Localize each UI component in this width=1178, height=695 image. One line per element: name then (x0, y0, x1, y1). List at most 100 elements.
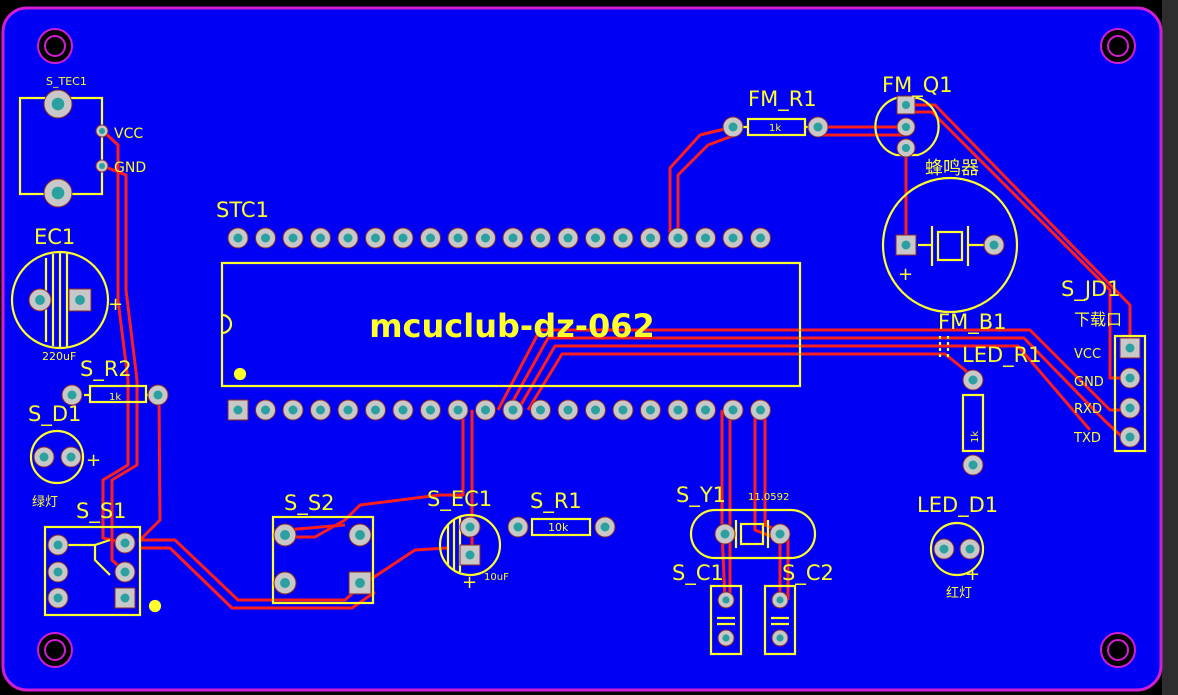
s-tec1-pad-drill (51, 97, 65, 111)
stc1-pad-drill (728, 233, 738, 243)
trace (668, 125, 734, 238)
led-r1-pad-drill (968, 375, 978, 385)
s-r2-pad-drill (67, 390, 77, 400)
led-d1-outline (929, 521, 985, 577)
stc1-pad-drill (453, 405, 463, 415)
side-strip (1162, 0, 1178, 695)
fm-q1-outline (874, 96, 940, 157)
s-jd1-pad-drill (1125, 403, 1135, 413)
stc1-pad-drill (371, 405, 380, 415)
stc1-pad-drill (508, 405, 518, 415)
stc1-pad-drill (673, 233, 683, 243)
s-d1-label: S_D1 (28, 402, 81, 427)
led-d1-plus: + (965, 564, 980, 585)
board-outline (1, 6, 1163, 692)
s-y1-pad-drill (720, 529, 730, 539)
stc1-pad-drill (673, 405, 683, 415)
buzzer-plus: + (898, 264, 913, 285)
s-d1-plus: + (86, 450, 101, 471)
s-c2-pad-drill (776, 596, 784, 604)
s-s1-pad-drill (53, 567, 63, 577)
s-c2-outline (763, 584, 797, 656)
led-d1-pad-drill (939, 544, 949, 554)
ec1-pad-drill (35, 295, 45, 305)
mounting-hole-inner (44, 35, 66, 57)
trace (906, 103, 1132, 348)
fm-r1-label: FM_R1 (748, 87, 817, 112)
stc1-pad-drill (591, 405, 600, 415)
led-d1-pad-drill (965, 544, 975, 554)
s-y1-outline (689, 508, 817, 560)
stc1-pad-drill (316, 405, 325, 415)
s-c1-pad-drill (722, 634, 730, 642)
s-ec1-label: S_EC1 (427, 487, 492, 512)
pad-layer (28, 28, 1141, 668)
trace (102, 164, 139, 574)
ec1-label: EC1 (34, 225, 75, 249)
led-r1-value: 1k (970, 431, 981, 443)
buzzer-outline (881, 176, 1019, 314)
mounting-hole-inner (1107, 35, 1129, 57)
led-d1-desc: 红灯 (946, 585, 972, 601)
trace (285, 410, 465, 539)
s-s1-pad-drill (53, 540, 63, 550)
s-s1-pad-drill (120, 567, 130, 577)
s-c1-outline (709, 584, 743, 656)
trace (516, 344, 1092, 431)
s-ec1-outline (438, 513, 502, 577)
s-s1-pad-drill (120, 593, 130, 603)
s-s2-pad-drill (280, 578, 290, 588)
stc1-pad-drill (398, 405, 408, 415)
s-r1-value: 10k (548, 521, 569, 534)
s-tec1-pad-drill (99, 163, 105, 169)
stc1-pad-drill (618, 405, 628, 415)
s-tec1-label: S_TEC1 (46, 75, 87, 88)
s-c1-label: S_C1 (672, 561, 724, 586)
s-jd1-pad-drill (1125, 373, 1135, 383)
silkscreen-text: mcuclub-dz-062 S_TEC1 VCC GND EC1 220uF … (28, 73, 1122, 601)
s-jd1-pin-gnd: GND (1074, 375, 1104, 390)
s-d1-pad-drill (39, 452, 49, 462)
trace (284, 523, 346, 532)
trace (676, 133, 736, 238)
s-r1-pad-drill (600, 522, 610, 532)
s-r2-label: S_R2 (80, 357, 132, 382)
s-s1-outline (43, 525, 142, 617)
s-jd1-outline (1113, 334, 1147, 453)
trace (906, 110, 1130, 380)
s-c2-label: S_C2 (782, 561, 834, 586)
fm-q1-label: FM_Q1 (882, 73, 953, 98)
buzzer-pad-drill (989, 240, 999, 250)
s-r1-label: S_R1 (530, 489, 582, 514)
s-tec1-gnd-label: GND (114, 160, 146, 176)
stc1-pad-drill (288, 233, 298, 243)
board-title: mcuclub-dz-062 (369, 307, 655, 345)
s-r2-pad-drill (153, 390, 163, 400)
s-s2-pad-drill (280, 530, 290, 540)
stc1-pad-drill (233, 233, 243, 243)
stc1-pad-drill (591, 233, 600, 243)
stc1-pad-drill (701, 405, 710, 415)
led-d1-label: LED_D1 (917, 493, 998, 518)
s-d1-pad-drill (66, 452, 76, 462)
stc1-pad-drill (343, 233, 353, 243)
s-r1-pad-drill (513, 522, 523, 532)
s-jd1-pad-drill (1125, 343, 1135, 353)
stc1-pad-drill (453, 233, 463, 243)
stc1-pad-drill (261, 405, 270, 415)
stc1-pad-drill (563, 405, 573, 415)
s-s1-pad-drill (53, 593, 63, 603)
fm-b1-label: FM_B1 (938, 310, 1006, 335)
s-d1-desc: 绿灯 (32, 495, 58, 510)
fm-r1-value: 1k (769, 123, 781, 134)
stc1-pad-drill (481, 233, 490, 243)
s-r1-outline (530, 517, 592, 537)
s-jd1-desc: 下载口 (1074, 310, 1122, 329)
stc1-pad-drill (343, 405, 353, 415)
fm-r1-pad-drill (813, 122, 823, 132)
stc1-pad-drill (261, 233, 270, 243)
stc1-pad-drill (426, 233, 435, 243)
stc1-pad-drill (316, 233, 325, 243)
stc1-pad-drill (536, 405, 545, 415)
stc1-pad-drill (563, 233, 573, 243)
